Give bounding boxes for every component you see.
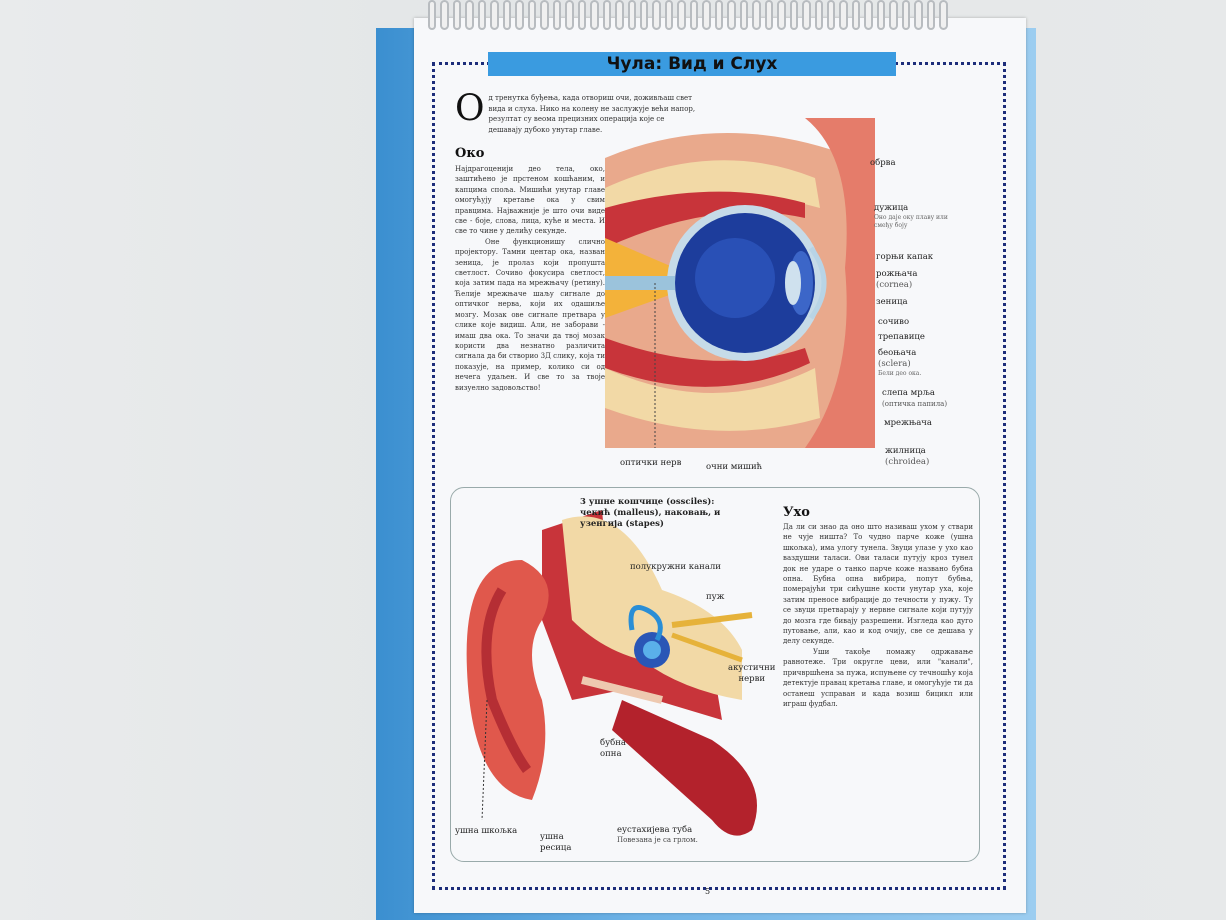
label-pinna: ушна шкољка (455, 826, 518, 836)
label-choroid-text: жилница (885, 446, 926, 456)
ear-cross-section-illustration (466, 510, 757, 836)
label-iris-text: дужица (874, 203, 909, 213)
label-eardrum-line1: бубна (600, 738, 626, 748)
label-cornea-latin: (cornea) (876, 280, 913, 290)
page-title: Чула: Вид и Слух (488, 52, 896, 76)
eye-paragraph: Најдрагоценији део тела, око, заштићено … (455, 165, 605, 236)
label-eye-muscle: очни мишић (706, 462, 763, 472)
label-optic-nerve: оптички нерв (620, 458, 682, 468)
label-blind-spot-latin: (оптичка папила) (882, 400, 948, 408)
label-ossicles-line2: чекић (malleus), наковањ, и (580, 508, 721, 518)
label-choroid: жилница(chroidea) (885, 446, 929, 468)
label-acoustic-nerve-line1: акустични (728, 663, 776, 673)
label-lashes: трепавице (878, 332, 925, 342)
label-ear-lobe-line2: ресица (540, 843, 572, 853)
label-ear-lobe-line1: ушна (540, 832, 564, 842)
drop-cap: О (455, 88, 485, 129)
label-retina: мрежњача (884, 418, 932, 428)
label-sclera-note: Бели део ока. (878, 370, 922, 377)
label-sclera-text: беоњача (878, 348, 917, 358)
label-upper-lid: горњи капак (876, 252, 934, 262)
label-semicircular-canals: полукружни канали (630, 562, 721, 572)
label-ossicles-title: 3 ушне кошчице (ossciles): (580, 497, 715, 507)
label-blind-spot-text: слепа мрља (882, 388, 935, 398)
label-eardrum-line2: опна (600, 749, 622, 759)
label-eyebrow: обрва (870, 158, 896, 168)
ear-heading: Ухо (783, 505, 810, 520)
page-number: 5 (705, 887, 711, 896)
label-sclera: беоњача(sclera)Бели део ока. (878, 348, 921, 378)
spiral-binding (428, 0, 948, 30)
label-pupil: зеница (876, 297, 908, 307)
label-iris-note: Оно даје оку плаву или смеђу боју (874, 214, 948, 229)
label-ossicles-line3: узенгија (stapes) (580, 519, 664, 529)
label-cochlea: пуж (706, 592, 725, 602)
label-ossicles: 3 ушне кошчице (ossciles): чекић (malleu… (580, 497, 720, 530)
ear-paragraph: Уши такође помажу одржавање равнотеже. Т… (783, 647, 973, 708)
label-lens: сочиво (878, 317, 910, 327)
ear-text: Да ли си знао да оно што називаш ухом у … (783, 522, 973, 709)
label-sclera-latin: (sclera) (878, 359, 911, 369)
label-eustachian-note: Повезана је са грлом. (617, 836, 698, 844)
eye-heading: Око (455, 146, 485, 161)
label-eustachian-text: еустахијева туба (617, 825, 693, 835)
eye-paragraph: Оне функционишу слично пројектору. Тамни… (455, 237, 605, 392)
label-acoustic-nerve-line2: нерви (738, 674, 766, 684)
ear-section-box (450, 487, 980, 862)
intro-text: д тренутка буђења, када отвориш очи, дож… (488, 94, 696, 134)
label-choroid-latin: (chroidea) (885, 457, 930, 467)
label-cornea: рожњача(cornea) (876, 269, 917, 291)
eye-text: Најдрагоценији део тела, око, заштићено … (455, 164, 605, 393)
label-cornea-text: рожњача (876, 269, 918, 279)
intro-paragraph: О д тренутка буђења, када отвориш очи, д… (455, 88, 700, 135)
eye-cross-section-illustration (605, 118, 875, 448)
label-blind-spot: слепа мрља (оптичка папила) (882, 388, 947, 410)
ear-paragraph: Да ли си знао да оно што називаш ухом у … (783, 523, 973, 646)
